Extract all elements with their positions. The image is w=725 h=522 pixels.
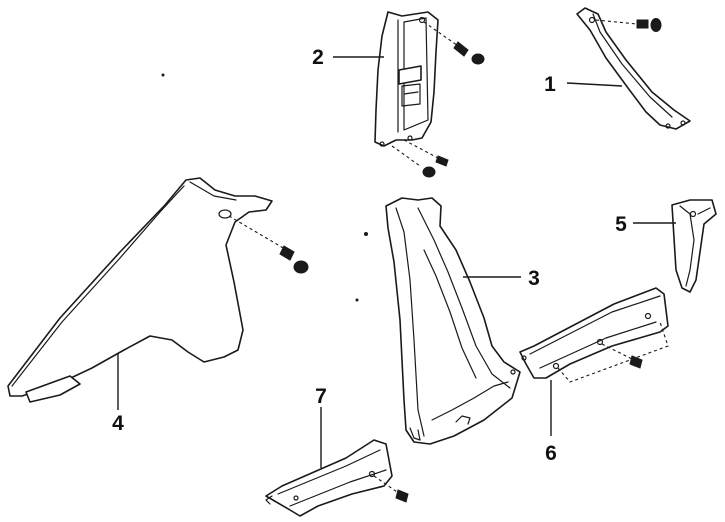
part-5-trim-piece: [671, 199, 717, 293]
part-1-fastener: [595, 18, 662, 32]
callout-3: 3: [528, 267, 540, 290]
part-2-fasteners: [391, 21, 485, 178]
part-4-fastener: [228, 215, 309, 274]
part-7-scuff-plate: [265, 439, 393, 517]
part-4-quarter-trim-panel: [7, 177, 273, 403]
callout-1: 1: [544, 73, 556, 96]
part-3-b-pillar-lower-trim: [385, 197, 521, 445]
scan-speck: [355, 298, 359, 302]
callout-6: 6: [545, 442, 557, 465]
callout-4: 4: [112, 412, 124, 435]
leader-line-1: [566, 82, 623, 87]
part-6-fastener: [557, 321, 669, 383]
part-7-fastener: [373, 475, 409, 503]
callout-2: 2: [312, 46, 324, 69]
callout-7: 7: [315, 385, 327, 408]
scan-speck: [364, 232, 368, 236]
part-2-b-pillar-upper-trim: [374, 11, 439, 147]
part-1-a-pillar-trim: [576, 7, 691, 130]
scan-speck: [161, 73, 165, 77]
callout-5: 5: [615, 213, 627, 236]
part-6-scuff-plate: [519, 287, 669, 379]
